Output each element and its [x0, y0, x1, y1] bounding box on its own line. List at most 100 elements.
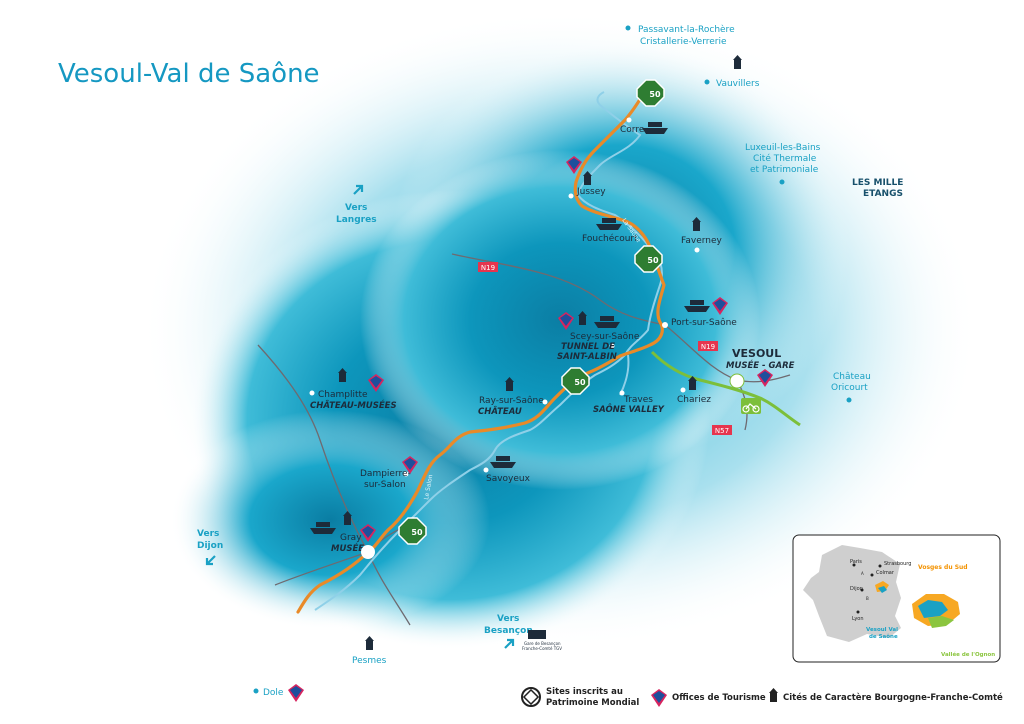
vesoul-sub-label: MUSÉE - GARE	[726, 359, 795, 371]
oricourt-dot	[846, 397, 852, 403]
office-tourisme-icon-dampierre	[402, 456, 418, 474]
inset-colmar: Colmar	[876, 570, 895, 576]
port-dot	[662, 322, 668, 328]
chariez-dot	[680, 387, 686, 393]
boat-icon-port	[684, 300, 710, 312]
passavant-label: Passavant-la-Rochère	[638, 24, 735, 35]
inset-paris: Paris	[850, 559, 862, 565]
inset-strasbourg: Strasbourg	[884, 561, 911, 567]
cite-caractere-icon-faverney	[692, 217, 701, 231]
office-tourisme-icon-jussey	[566, 156, 582, 174]
tgv-label-2: Franche-Comté TGV	[522, 646, 562, 651]
legend-offices: Offices de Tourisme	[672, 693, 766, 703]
office-tourisme-icon-champlitte	[368, 374, 384, 392]
cite-caractere-icon-scey	[578, 311, 587, 325]
traves-dot	[619, 390, 625, 396]
inset-a: A	[861, 571, 864, 576]
besancon-label-2: Besançon	[484, 626, 533, 636]
v50-shield-2: 50	[634, 245, 663, 273]
tunnel-label-1: TUNNEL DE	[561, 342, 615, 352]
road-n19-b-text: N19	[701, 343, 715, 351]
luxeuil-label-1: Luxeuil-les-Bains	[745, 143, 821, 153]
ray-label: Ray-sur-Saône	[479, 395, 544, 406]
oricourt-label-1: Château	[833, 372, 871, 382]
cite-caractere-icon-pesmes	[365, 636, 374, 650]
luxeuil-dot	[779, 179, 785, 185]
tgv-icon	[528, 630, 546, 639]
road-label-n19-a: N19	[478, 262, 498, 272]
dole-dot	[253, 688, 259, 694]
inset-vesoul-label-1: Vesoul Val	[866, 627, 898, 633]
legend: Sites inscrits au Patrimoine Mondial Off…	[521, 687, 1003, 708]
inset-b: B	[866, 596, 869, 601]
vauvillers-label: Vauvillers	[716, 79, 760, 89]
dijon-label-1: Vers	[197, 529, 219, 539]
gray-label: Gray	[340, 533, 362, 543]
jussey-dot	[568, 193, 574, 199]
road-label-n57: N57	[712, 425, 732, 435]
port-label: Port-sur-Saône	[671, 317, 737, 328]
road-label-n19-b: N19	[698, 341, 718, 351]
vauvillers-dot	[704, 79, 710, 85]
dole-label: Dole	[263, 688, 284, 698]
tgv-label-1: Gare de Besançon	[524, 641, 561, 646]
mille-etangs-label-1: LES MILLE	[852, 178, 903, 188]
cite-caractere-icon-ray	[505, 377, 514, 391]
inset-vesoul-label-2: de Saône	[869, 633, 898, 640]
legend-cites: Cités de Caractère Bourgogne-Franche-Com…	[783, 692, 1003, 703]
v50-text-4: 50	[411, 528, 423, 537]
office-tourisme-icon-scey	[558, 312, 574, 330]
unesco-icon	[521, 687, 541, 707]
luxeuil-label-2: Cité Thermale	[753, 153, 817, 164]
boat-icon-fouchecourt	[596, 218, 622, 230]
cite-caractere-icon-gray	[343, 511, 352, 525]
office-tourisme-icon-legend	[651, 689, 667, 707]
v50-shield-4: 50	[398, 517, 427, 545]
boat-icon-corre	[642, 122, 668, 134]
faverney-dot	[694, 247, 700, 253]
jussey-label: Jussey	[576, 187, 606, 197]
mille-etangs-label-2: ETANGS	[863, 189, 903, 199]
le-salon-label: Le Salon	[423, 474, 434, 500]
cite-caractere-icon-legend	[769, 688, 778, 702]
passavant-label-2: Cristallerie-Verrerie	[640, 37, 727, 47]
office-tourisme-icon-port	[712, 297, 728, 315]
savoyeux-label: Savoyeux	[486, 474, 531, 484]
traves-label: Traves	[623, 395, 653, 405]
inset-vosges-label: Vosges du Sud	[918, 564, 968, 571]
velo-route-v50	[296, 84, 666, 614]
v50-text-1: 50	[649, 90, 661, 99]
office-tourisme-icon-gray	[360, 524, 376, 542]
langres-label-1: Vers	[345, 203, 367, 213]
v50-shield-1: 50	[636, 79, 665, 107]
dijon-label-2: Dijon	[197, 541, 223, 551]
corre-label: Corre	[620, 125, 645, 135]
cite-caractere-icon-vauvillers	[733, 55, 742, 69]
vesoul-dot	[729, 373, 745, 389]
scey-label: Scey-sur-Saône	[570, 331, 640, 342]
voie-verte	[650, 350, 801, 427]
faverney-label: Faverney	[681, 236, 723, 246]
arrow-icon-besancon	[504, 638, 515, 649]
gray-sub-label: MUSÉE	[331, 542, 364, 554]
inset-ognon-label: Vallée de l'Ognon	[941, 651, 995, 658]
v50-shield-3: 50	[561, 367, 590, 395]
inset-lyon: Lyon	[852, 616, 864, 622]
boat-icon-savoyeux	[490, 456, 516, 468]
luxeuil-label-3: et Patrimoniale	[750, 165, 819, 175]
besancon-label-1: Vers	[497, 614, 519, 624]
scey-dot	[609, 343, 615, 349]
legend-unesco-1: Sites inscrits au	[546, 687, 623, 697]
legend-unesco-2: Patrimoine Mondial	[546, 698, 639, 708]
arrow-icon-dijon	[205, 555, 216, 566]
road-n57-text: N57	[715, 427, 729, 435]
v50-text-2: 50	[647, 256, 659, 265]
france-shape	[803, 545, 901, 642]
office-tourisme-icon-vesoul	[757, 369, 773, 387]
dampierre-label-2: sur-Salon	[364, 480, 406, 490]
inset-france-map: Paris Strasbourg Colmar A Dijon B Lyon V…	[792, 534, 1001, 663]
chariez-label: Chariez	[677, 395, 711, 405]
oricourt-label-2: Oricourt	[831, 383, 868, 393]
boat-icon-gray	[310, 522, 336, 534]
